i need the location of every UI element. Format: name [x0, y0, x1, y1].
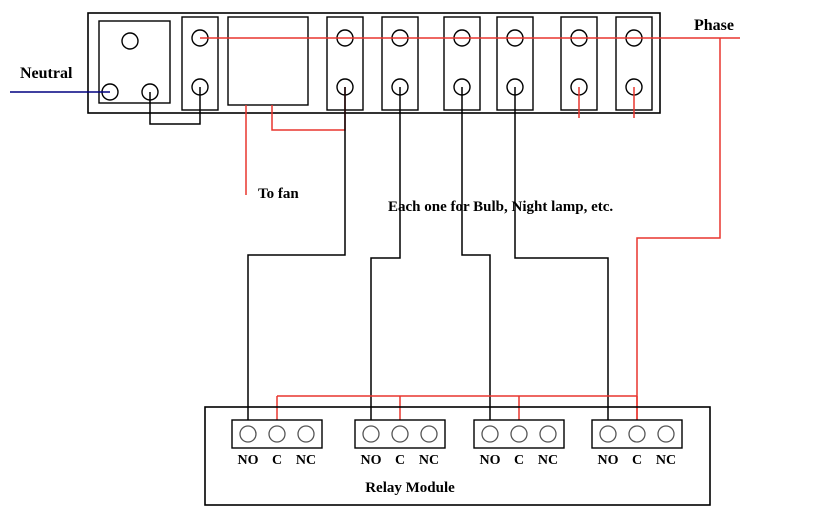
relay-3-no-label: NO — [479, 453, 501, 468]
relay-block-4[interactable] — [591, 419, 683, 449]
socket-outlet[interactable] — [98, 20, 171, 104]
relay-block-3[interactable] — [473, 419, 565, 449]
blank-plate[interactable] — [227, 16, 309, 106]
socket-to-switch1-jumper — [149, 87, 201, 125]
relay-module-label: Relay Module — [365, 480, 455, 496]
relay-4-no-label: NO — [597, 453, 619, 468]
relay-block-2[interactable] — [354, 419, 446, 449]
relay-3-no-terminal[interactable] — [481, 425, 499, 443]
relay-1-no-terminal[interactable] — [239, 425, 257, 443]
relay-1-c-label: C — [271, 453, 283, 468]
relay-4-c-terminal[interactable] — [628, 425, 646, 443]
relay-2-c-terminal[interactable] — [391, 425, 409, 443]
relay-1-nc-terminal[interactable] — [297, 425, 315, 443]
switch-board — [87, 12, 661, 114]
relay-4-c-label: C — [631, 453, 643, 468]
relay-block-1[interactable] — [231, 419, 323, 449]
relay-4-nc-terminal[interactable] — [657, 425, 675, 443]
relay-1-c-terminal[interactable] — [268, 425, 286, 443]
relay-2-no-label: NO — [360, 453, 382, 468]
relay-2-nc-terminal[interactable] — [420, 425, 438, 443]
switch3-to-relay2-no — [370, 87, 401, 434]
relay-1-nc-label: NC — [295, 453, 317, 468]
each-one-label: Each one for Bulb, Night lamp, etc. — [388, 199, 614, 215]
relay-4-no-terminal[interactable] — [599, 425, 617, 443]
relay-2-c-label: C — [394, 453, 406, 468]
socket-earth-pin[interactable] — [121, 32, 139, 50]
phase-label: Phase — [694, 17, 734, 34]
relay-3-nc-label: NC — [537, 453, 559, 468]
wiring-harness — [10, 37, 740, 434]
relay-1-no-label: NO — [237, 453, 259, 468]
relay-2-nc-label: NC — [418, 453, 440, 468]
relay-module — [204, 406, 711, 506]
phase-drop-to-relay4-c — [636, 38, 721, 434]
relay-module-outline — [204, 406, 711, 506]
relay-2-no-terminal[interactable] — [362, 425, 380, 443]
switch4-to-relay3-no — [461, 87, 491, 434]
relay-4-nc-label: NC — [655, 453, 677, 468]
blank-plate-body — [227, 16, 309, 106]
relay-3-nc-terminal[interactable] — [539, 425, 557, 443]
neutral-label: Neutral — [20, 65, 73, 82]
relay-3-c-terminal[interactable] — [510, 425, 528, 443]
switch5-to-relay4-no — [514, 87, 609, 434]
switch2-to-relay1-no — [247, 87, 346, 434]
to-fan-label: To fan — [258, 186, 299, 202]
relay-3-c-label: C — [513, 453, 525, 468]
